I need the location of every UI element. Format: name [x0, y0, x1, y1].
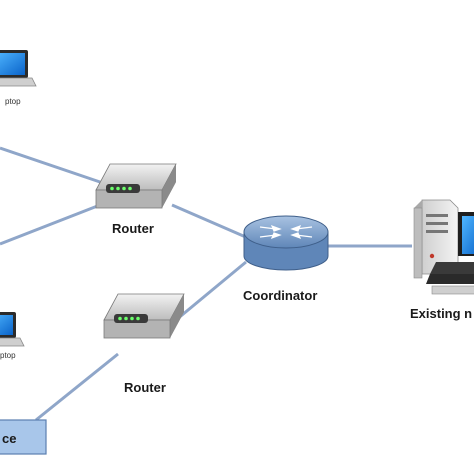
link-left-lower-to-router-top: [0, 203, 101, 246]
link-left-to-router-top: [0, 146, 101, 184]
coordinator-label: Coordinator: [243, 288, 317, 303]
link-router-top-to-coordinator: [171, 203, 249, 240]
router-icon: [95, 163, 177, 209]
laptop-icon: [0, 312, 25, 347]
coordinator-router-icon: [243, 215, 329, 271]
router-bottom-label: Router: [124, 380, 166, 395]
existing-network-label: Existing n: [410, 306, 472, 321]
laptop-bottom-label: ptop: [0, 351, 16, 360]
router-icon: [103, 293, 185, 339]
desktop-computer-icon: [413, 199, 474, 295]
network-links: [0, 146, 412, 422]
link-device-to-router-bottom: [35, 352, 119, 422]
device-box: ce: [0, 419, 47, 455]
laptop-icon: [0, 50, 37, 87]
router-top-label: Router: [112, 221, 154, 236]
device-box-label: ce: [2, 431, 16, 446]
laptop-top-label: ptop: [5, 97, 21, 106]
link-router-bottom-to-coordinator: [175, 260, 247, 322]
